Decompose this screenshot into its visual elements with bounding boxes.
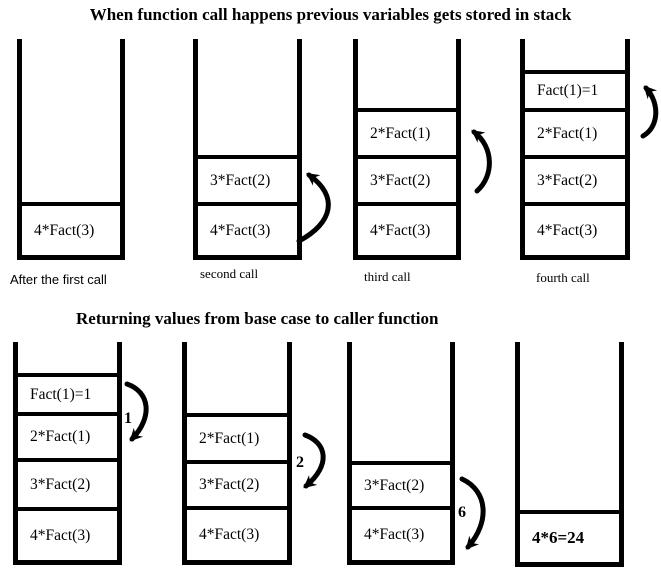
caption-fourth-call: fourth call (536, 270, 590, 285)
stack-final-result: 4*6=24 (515, 342, 624, 567)
stack-cell: 3*Fact(2) (358, 155, 456, 202)
stack-return-step-2: 2*Fact(1) 3*Fact(2) 4*Fact(3) (182, 342, 292, 565)
stack-after-first-call: 4*Fact(3) (17, 39, 125, 260)
stack-cell: 4*Fact(3) (198, 202, 297, 255)
stack-cell: 4*Fact(3) (525, 202, 625, 255)
stack-frame-label: 4*Fact(3) (537, 221, 598, 239)
stack-frame-label: 4*Fact(3) (364, 526, 425, 543)
stack-cell: 3*Fact(2) (18, 458, 117, 507)
stack-frame-label: 3*Fact(2) (30, 475, 91, 493)
final-result-label: 4*6=24 (532, 528, 585, 547)
stack-cell: 3*Fact(2) (187, 460, 287, 506)
stack-third-call: 2*Fact(1) 3*Fact(2) 4*Fact(3) (353, 39, 461, 260)
stack-cell: 3*Fact(2) (525, 155, 625, 202)
stack-cell: 2*Fact(1) (18, 412, 117, 458)
caption-third-call: third call (364, 269, 411, 284)
caption-second-call: second call (200, 266, 259, 281)
stack-return-step-1: Fact(1)=1 2*Fact(1) 3*Fact(2) 4*Fact(3) (13, 342, 122, 565)
stack-cell: 2*Fact(1) (525, 108, 625, 155)
stack-cell: 4*Fact(3) (358, 202, 456, 255)
stack-cell: 4*Fact(3) (352, 506, 450, 560)
return-value-label-2: 2 (296, 454, 304, 471)
stack-cell: 4*Fact(3) (187, 506, 287, 560)
stack-frame-label: 3*Fact(2) (210, 171, 271, 189)
stack-second-call: 3*Fact(2) 4*Fact(3) (193, 39, 302, 260)
stack-frame-label: 2*Fact(1) (537, 124, 598, 142)
stack-cell: 4*6=24 (520, 510, 619, 562)
stack-cell: 4*Fact(3) (18, 507, 117, 560)
curved-arrow-up-icon (640, 85, 659, 139)
bottom-section-title: Returning values from base case to calle… (76, 309, 439, 328)
curved-arrow-up-icon (471, 129, 492, 194)
stack-frame-label: 2*Fact(1) (199, 429, 260, 447)
stack-frame-label: 3*Fact(2) (537, 171, 598, 189)
stack-frame-label: 3*Fact(2) (370, 171, 431, 189)
stack-frame-label: 4*Fact(3) (210, 221, 271, 239)
stack-frame-label: Fact(1)=1 (537, 82, 599, 99)
stack-frame-label: 4*Fact(3) (34, 221, 95, 239)
stack-frame-label: 2*Fact(1) (370, 124, 431, 142)
return-value-label-6: 6 (458, 504, 466, 521)
return-value-label-1: 1 (124, 410, 132, 427)
stack-frame-label: Fact(1)=1 (30, 385, 92, 403)
stack-cell: 2*Fact(1) (187, 413, 287, 460)
stack-frame-label: 3*Fact(2) (364, 476, 425, 494)
stack-frame-label: 4*Fact(3) (199, 526, 260, 543)
curved-arrow-up-icon (296, 172, 331, 244)
stack-return-step-3: 3*Fact(2) 4*Fact(3) (347, 342, 455, 565)
stack-cell: Fact(1)=1 (525, 70, 625, 108)
stack-frame-label: 2*Fact(1) (30, 428, 91, 445)
stack-cell: 2*Fact(1) (358, 108, 456, 155)
curved-arrow-down-icon (302, 432, 326, 489)
stack-frame-label: 4*Fact(3) (30, 526, 91, 544)
stack-cell: 3*Fact(2) (352, 461, 450, 506)
top-section-title: When function call happens previous vari… (89, 5, 572, 24)
stack-frame-label: 3*Fact(2) (199, 476, 260, 493)
stack-frame-label: 4*Fact(3) (370, 221, 431, 239)
stack-cell: Fact(1)=1 (18, 373, 117, 412)
stack-fourth-call: Fact(1)=1 2*Fact(1) 3*Fact(2) 4*Fact(3) (520, 39, 630, 260)
caption-after-first-call: After the first call (10, 272, 107, 287)
stack-cell: 3*Fact(2) (198, 155, 297, 202)
stack-cell: 4*Fact(3) (22, 202, 120, 255)
